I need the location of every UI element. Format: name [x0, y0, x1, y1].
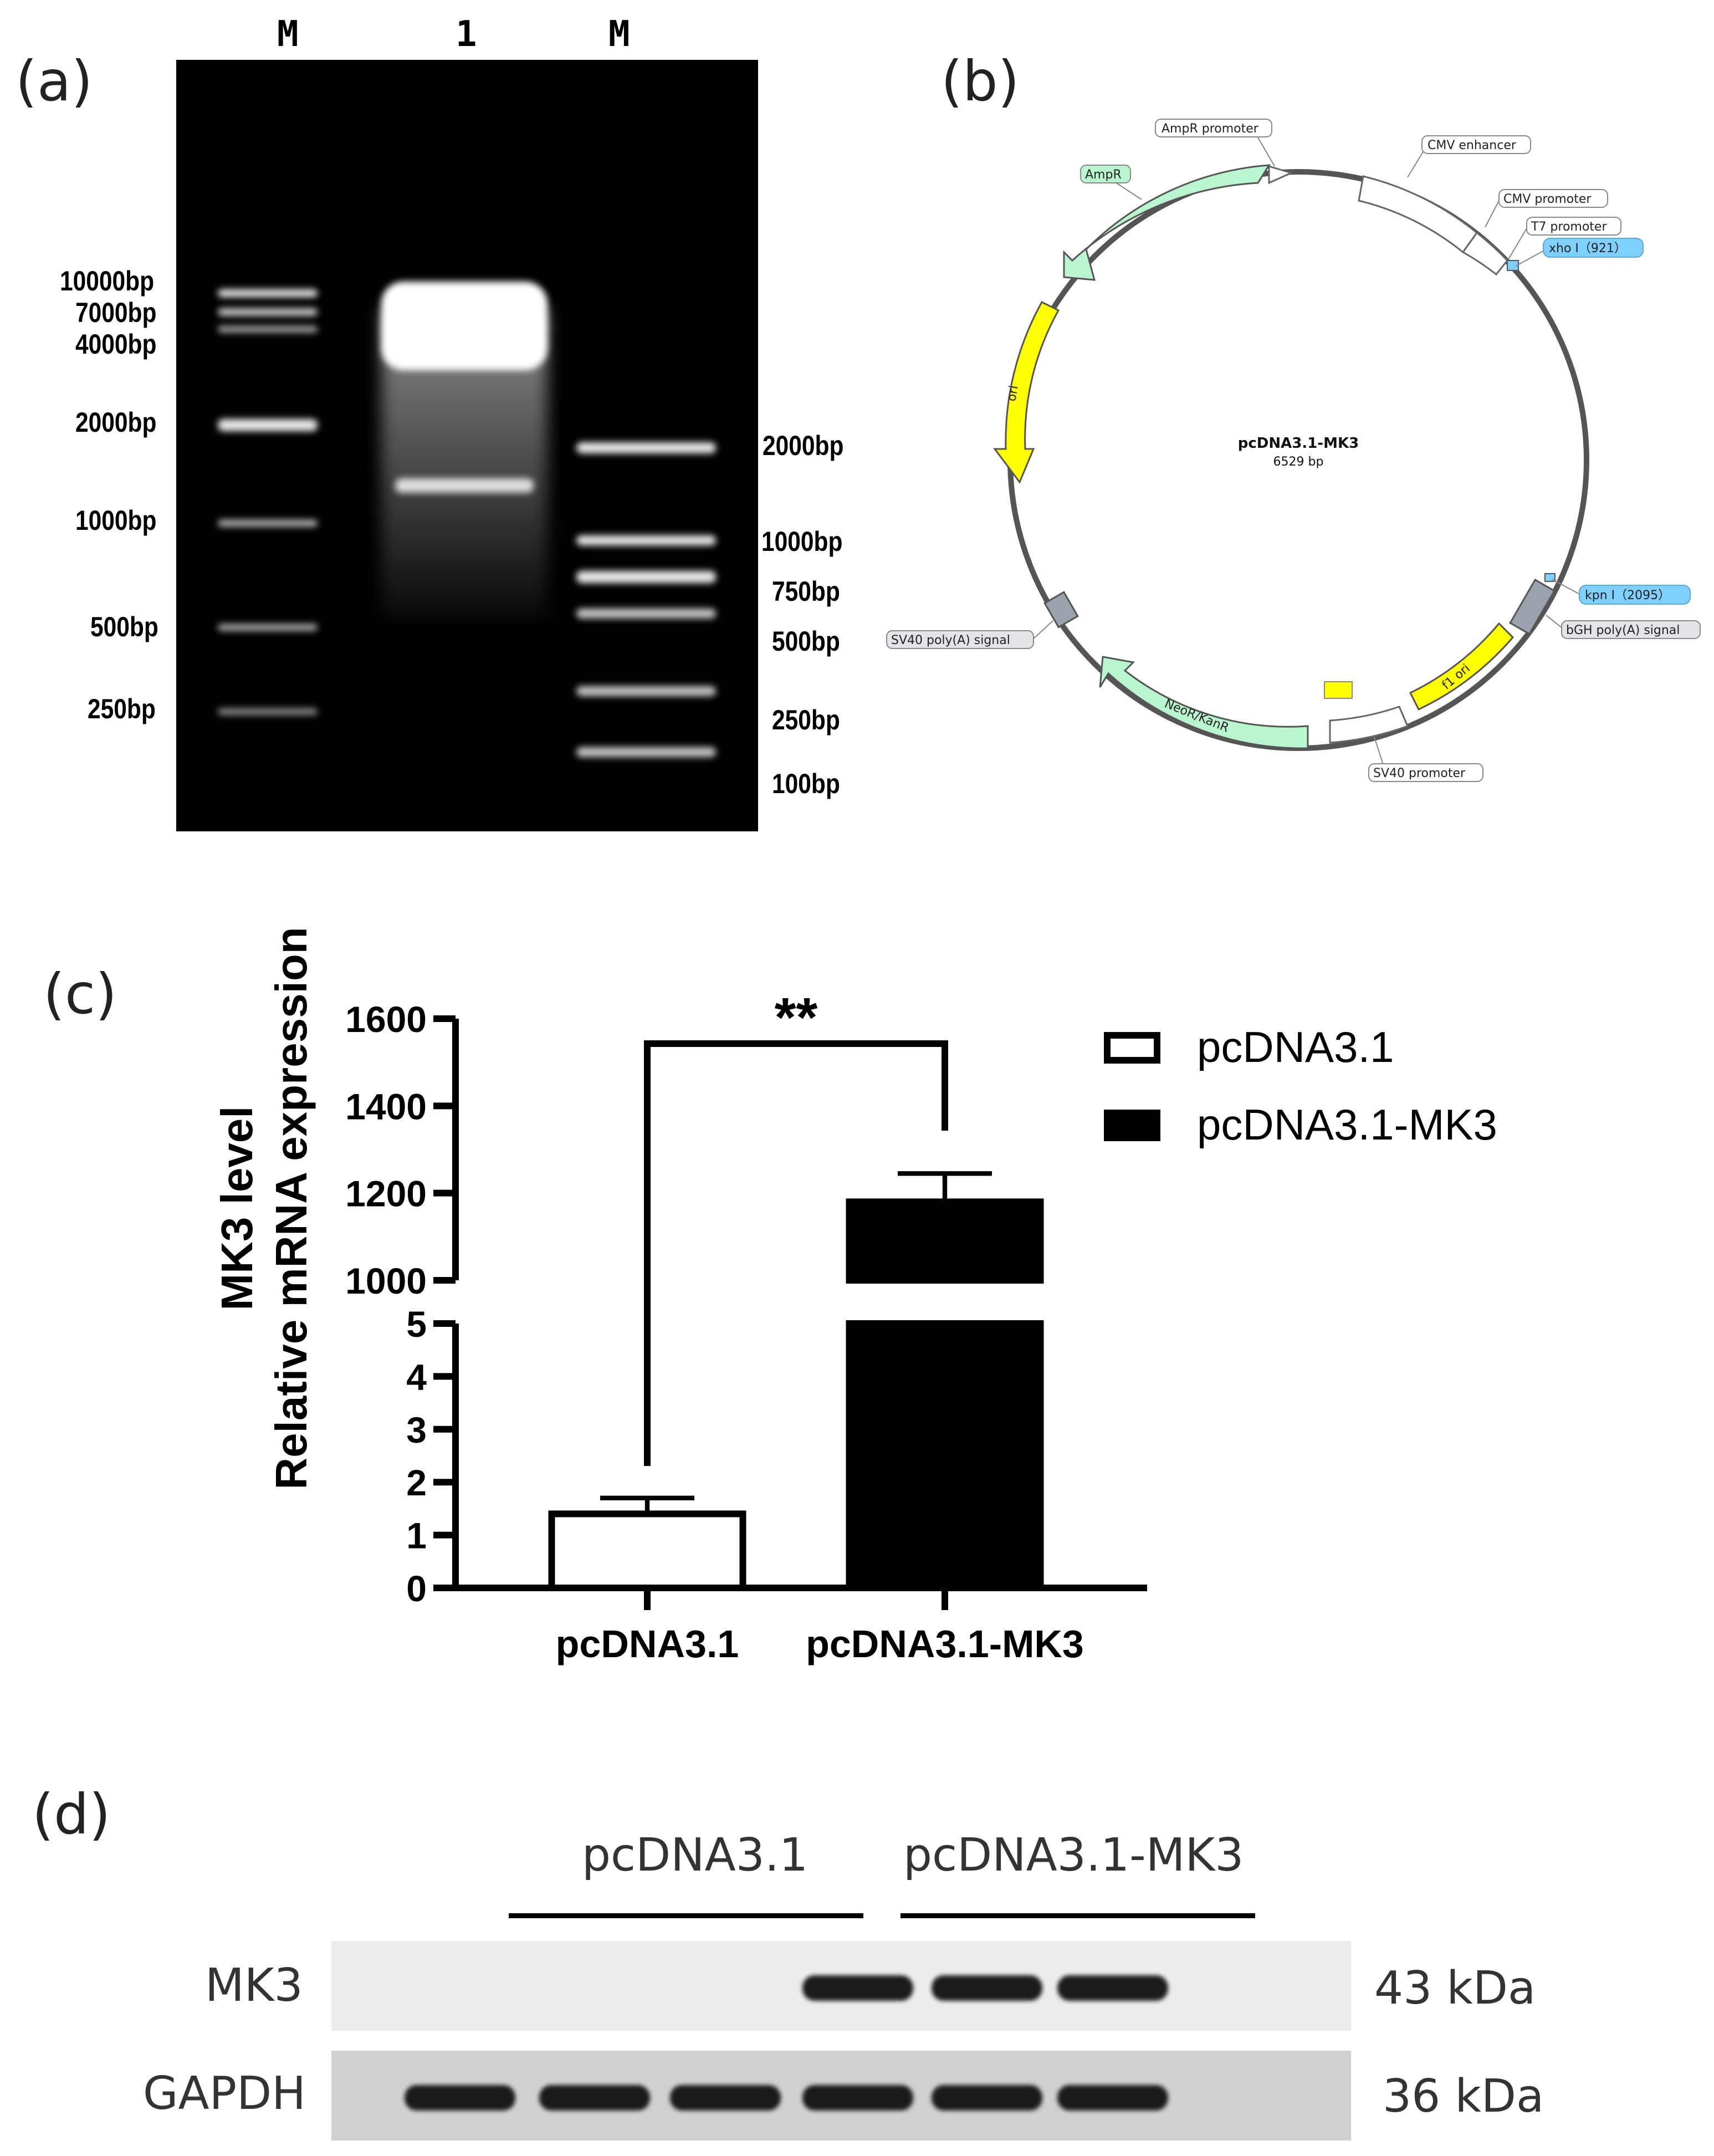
y-tick-label: 0	[406, 1568, 427, 1609]
y-tick-label: 3	[406, 1409, 427, 1450]
feature-label-sv40-promoter: SV40 promoter	[1373, 767, 1466, 780]
panel-label-c: (c)	[43, 962, 117, 1026]
wb-row-label-mk3: MK3	[205, 1959, 303, 2012]
legend-label: pcDNA3.1-MK3	[1197, 1100, 1497, 1149]
significance-bracket	[644, 1040, 948, 1466]
ladder-label-right-1000bp: 1000bp	[761, 526, 843, 557]
feature-label-kpn: kpn I（2095）	[1585, 589, 1670, 602]
ampr-feature	[1063, 164, 1271, 281]
gel-lane-label-m-right: M	[608, 14, 630, 55]
panel-label-a: (a)	[16, 49, 93, 114]
wb-group-label-control: pcDNA3.1	[582, 1829, 809, 1882]
ampr-promoter-feature	[1268, 165, 1294, 185]
feature-label-ori: ori	[1005, 385, 1021, 403]
bar-1	[548, 1510, 746, 1591]
plasmid-map: AmpR promoter AmpR CMV enhancer CMV prom…	[886, 119, 1701, 782]
wb-band	[932, 1975, 1042, 2001]
bar-2-upper	[846, 1198, 1044, 1284]
feature-label-cmv-enhancer: CMV enhancer	[1428, 139, 1517, 152]
y-tick-label: 1	[406, 1515, 427, 1556]
sample-lane-bands	[381, 282, 548, 620]
sv40-polya-feature	[1043, 591, 1079, 629]
wb-band	[539, 2085, 650, 2111]
left-ladder-bands	[218, 289, 318, 715]
y-tick-label: 1000	[345, 1260, 427, 1301]
y-tick-label: 1200	[345, 1173, 427, 1214]
ladder-label-7000bp: 7000bp	[75, 297, 157, 328]
plasmid-size: 6529 bp	[1273, 455, 1324, 469]
neor-feature	[1099, 656, 1309, 749]
significance-label: **	[775, 987, 818, 1049]
f1-ori-feature	[1409, 622, 1515, 711]
panel-label-b: (b)	[941, 49, 1020, 114]
feature-label-t7-promoter: T7 promoter	[1531, 220, 1607, 234]
agarose-gel-image	[176, 60, 758, 831]
ladder-label-2000bp: 2000bp	[75, 407, 157, 438]
yellow-fragment-feature	[1324, 681, 1353, 699]
feature-label-bgh: bGH poly(A) signal	[1566, 624, 1680, 637]
wb-band	[405, 2085, 515, 2111]
gel-lane-label-m-left: M	[277, 14, 299, 55]
ladder-label-10000bp: 10000bp	[60, 265, 155, 297]
y-axis-title: Relative mRNA expression	[267, 927, 316, 1489]
x-tick-label: pcDNA3.1-MK3	[806, 1622, 1084, 1665]
xho-site-marker	[1507, 260, 1519, 271]
feature-label-xho: xho I（921）	[1549, 242, 1626, 256]
wb-group-bar-mk3	[901, 1913, 1255, 1918]
wb-band	[802, 1975, 913, 2001]
wb-strip-gapdh	[331, 2051, 1351, 2140]
ladder-label-right-2000bp: 2000bp	[763, 430, 844, 461]
wb-size-label-mk3: 43 kDa	[1374, 1962, 1536, 2015]
ladder-label-1000bp: 1000bp	[75, 505, 157, 536]
feature-label-ampr: AmpR	[1085, 168, 1122, 182]
y-tick-label: 1400	[345, 1086, 427, 1127]
wb-band	[1057, 1975, 1168, 2001]
wb-row-label-gapdh: GAPDH	[143, 2067, 306, 2120]
plasmid-name: pcDNA3.1-MK3	[1238, 435, 1359, 452]
x-tick-label: pcDNA3.1	[556, 1622, 739, 1665]
wb-band	[932, 2085, 1042, 2111]
wb-group-bar-control	[509, 1913, 863, 1918]
wb-band	[670, 2085, 781, 2111]
ladder-label-4000bp: 4000bp	[75, 329, 157, 360]
feature-label-ampr-promoter: AmpR promoter	[1162, 122, 1259, 136]
y-axis-title: MK3 level	[212, 1106, 262, 1310]
legend-swatch	[1104, 1032, 1160, 1064]
ladder-label-right-750bp: 750bp	[772, 576, 840, 607]
wb-band	[802, 2085, 913, 2111]
ladder-label-right-250bp: 250bp	[772, 704, 840, 735]
y-tick-label: 5	[406, 1304, 427, 1345]
feature-label-sv40-polya: SV40 poly(A) signal	[891, 633, 1010, 647]
bgh-polya-feature	[1509, 578, 1556, 636]
sv40-promoter-feature	[1329, 706, 1409, 744]
wb-group-label-mk3: pcDNA3.1-MK3	[903, 1829, 1244, 1882]
y-tick-label: 2	[406, 1462, 427, 1503]
ori-feature	[993, 301, 1060, 484]
y-tick-label: 4	[406, 1356, 427, 1397]
legend-label: pcDNA3.1	[1197, 1023, 1394, 1071]
wb-strip-mk3	[331, 1941, 1351, 2031]
ladder-label-right-500bp: 500bp	[772, 626, 840, 657]
right-ladder-bands	[576, 442, 716, 757]
legend-swatch	[1104, 1110, 1160, 1141]
wb-size-label-gapdh: 36 kDa	[1383, 2070, 1544, 2123]
gel-bands	[218, 282, 716, 757]
ladder-label-right-100bp: 100bp	[772, 768, 840, 799]
ladder-label-250bp: 250bp	[88, 693, 156, 724]
ladder-label-500bp: 500bp	[90, 611, 158, 642]
wb-band	[1057, 2085, 1168, 2111]
bar-2-lower	[846, 1320, 1044, 1591]
y-tick-label: 1600	[345, 999, 427, 1040]
feature-label-cmv-promoter: CMV promoter	[1503, 192, 1592, 206]
panel-label-d: (d)	[32, 1782, 111, 1847]
gel-lane-label-1: 1	[456, 14, 477, 55]
cmv-promoter-feature	[1461, 231, 1508, 276]
